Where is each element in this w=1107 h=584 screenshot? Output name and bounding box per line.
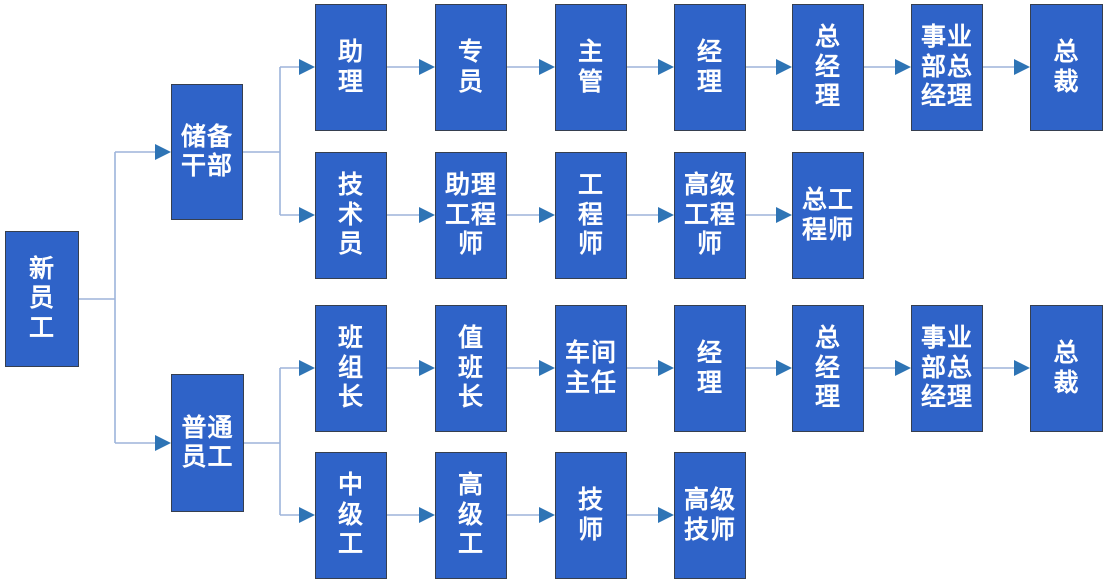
supervisor-node: 主 管 — [555, 4, 627, 131]
ops-general-manager-node: 总 经 理 — [792, 305, 864, 432]
arrowhead-icon — [658, 207, 674, 223]
president-node: 总 裁 — [1030, 4, 1103, 131]
arrowhead-icon — [299, 59, 315, 75]
arrowhead-icon — [539, 507, 555, 523]
arrowhead-icon — [299, 207, 315, 223]
arrowhead-icon — [658, 360, 674, 376]
skilled-technician-node: 技 师 — [555, 452, 627, 579]
chief-engineer-node: 总工 程师 — [792, 152, 864, 279]
intermediate-worker-node: 中 级 工 — [315, 452, 387, 579]
arrowhead-icon — [658, 507, 674, 523]
manager-node: 经 理 — [674, 4, 746, 131]
assistant-engineer-node: 助理 工程 师 — [435, 152, 507, 279]
arrowhead-icon — [539, 59, 555, 75]
senior-skilled-technician-node: 高级 技师 — [674, 452, 746, 579]
senior-engineer-node: 高级 工程 师 — [674, 152, 746, 279]
arrowhead-icon — [155, 144, 171, 160]
specialist-node: 专 员 — [435, 4, 507, 131]
arrowhead-icon — [1014, 59, 1030, 75]
arrowhead-icon — [895, 360, 911, 376]
ops-president-node: 总 裁 — [1030, 305, 1103, 432]
new-employee-node: 新 员 工 — [5, 231, 79, 367]
arrowhead-icon — [658, 59, 674, 75]
arrowhead-icon — [776, 360, 792, 376]
arrowhead-icon — [419, 360, 435, 376]
arrowhead-icon — [895, 59, 911, 75]
team-leader-node: 班 组 长 — [315, 305, 387, 432]
arrowhead-icon — [776, 59, 792, 75]
assistant-node: 助 理 — [315, 4, 387, 131]
arrowhead-icon — [419, 207, 435, 223]
technician-node: 技 术 员 — [315, 152, 387, 279]
workshop-director-node: 车间 主任 — [555, 305, 627, 432]
arrowhead-icon — [155, 435, 171, 451]
ops-manager-node: 经 理 — [674, 305, 746, 432]
shift-leader-node: 值 班 长 — [435, 305, 507, 432]
arrowhead-icon — [776, 207, 792, 223]
arrowhead-icon — [539, 360, 555, 376]
general-manager-node: 总 经 理 — [792, 4, 864, 131]
ordinary-employee-node: 普通 员工 — [171, 374, 244, 512]
reserve-cadre-node: 储备 干部 — [171, 84, 243, 220]
arrowhead-icon — [299, 360, 315, 376]
engineer-node: 工 程 师 — [555, 152, 627, 279]
arrowhead-icon — [1014, 360, 1030, 376]
arrowhead-icon — [539, 207, 555, 223]
ops-division-general-manager-node: 事业 部总 经理 — [911, 305, 983, 432]
division-general-manager-node: 事业 部总 经理 — [911, 4, 983, 131]
senior-worker-node: 高 级 工 — [435, 452, 507, 579]
arrowhead-icon — [419, 507, 435, 523]
arrowhead-icon — [419, 59, 435, 75]
arrowhead-icon — [299, 507, 315, 523]
